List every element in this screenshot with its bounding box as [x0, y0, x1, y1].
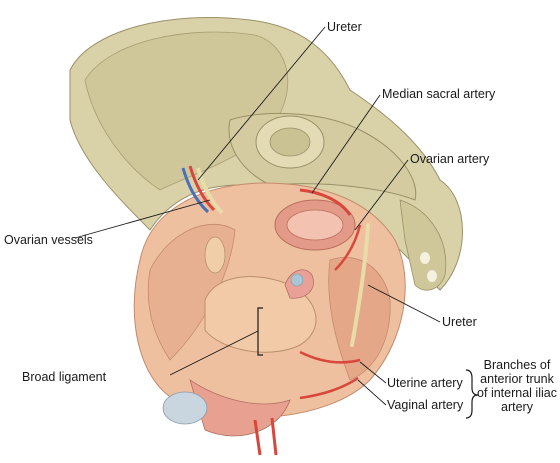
ureter-right-vessel: [350, 223, 370, 347]
label-ovarian-artery: Ovarian artery: [410, 152, 490, 166]
leader-uterine-artery: [359, 361, 387, 384]
label-ureter-top: Ureter: [327, 20, 362, 34]
ureter-left: [196, 167, 224, 215]
ovarian-vein: [181, 167, 210, 214]
sacral-foramen-1: [420, 252, 430, 264]
rectum-lumen: [286, 209, 344, 241]
left-ovary: [204, 236, 226, 274]
sacral-foramen-2: [427, 270, 437, 282]
ovarian-artery-left: [188, 165, 216, 212]
label-uterine-artery: Uterine artery: [387, 376, 463, 390]
branches-brace: [465, 369, 479, 419]
label-branches-group: Branches of anterior trunk of internal i…: [477, 358, 557, 414]
uterus: [204, 276, 317, 353]
vaginal-artery-vessel: [299, 376, 359, 400]
leader-ureter-right: [367, 284, 441, 323]
median-sacral-artery-vessel: [299, 188, 352, 216]
sacral-wing: [399, 199, 447, 291]
leader-vaginal-artery: [357, 379, 387, 406]
label-median-sacral-artery: Median sacral artery: [382, 87, 496, 101]
leader-median-sacral: [311, 94, 381, 194]
leader-broad-ligament: [169, 330, 259, 376]
leader-ovarian-vessels: [74, 199, 211, 239]
vertebral-canal: [269, 127, 311, 157]
uterine-artery-vessel: [299, 350, 361, 364]
bladder: [189, 379, 291, 437]
lower-vessels: [253, 417, 278, 456]
leader-lines: [74, 26, 441, 406]
tube-fimbria: [290, 273, 304, 287]
label-vaginal-artery: Vaginal artery: [387, 398, 464, 412]
pubic-symphysis: [162, 391, 208, 425]
leader-ureter-top: [197, 26, 326, 181]
leader-ovarian-artery: [354, 159, 409, 231]
ovarian-artery-right: [334, 224, 362, 271]
label-ovarian-vessels: Ovarian vessels: [4, 233, 93, 247]
label-broad-ligament: Broad ligament: [22, 370, 107, 384]
label-ureter-right: Ureter: [442, 315, 477, 329]
